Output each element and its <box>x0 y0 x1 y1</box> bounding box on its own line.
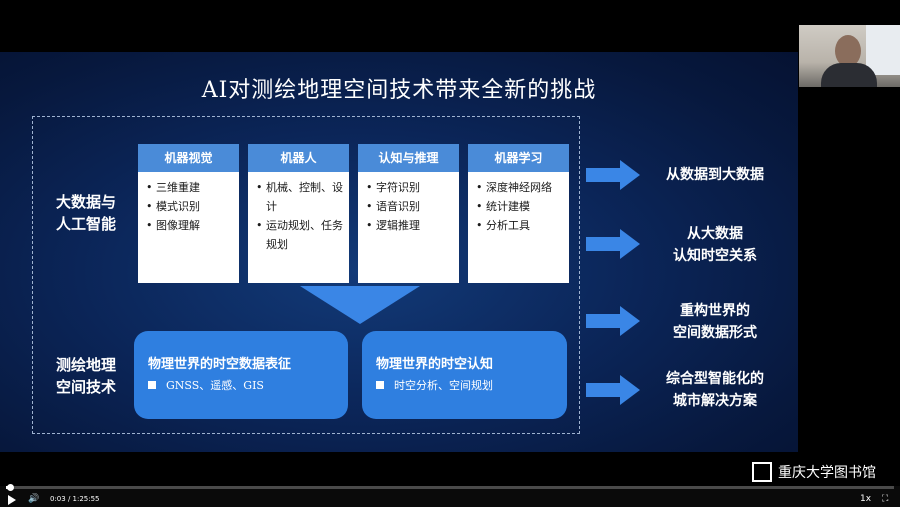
window-background <box>866 25 900 75</box>
card-machine-vision: 机器视觉 三维重建 模式识别 图像理解 <box>138 144 239 283</box>
list-item: 三维重建 <box>146 178 233 197</box>
time-display: 0:03 / 1:25:55 <box>50 495 100 503</box>
card-header: 机器学习 <box>468 144 569 172</box>
list-item: 运动规划、任务规划 <box>256 216 343 254</box>
list-item: 模式识别 <box>146 197 233 216</box>
presenter-webcam <box>799 25 900 87</box>
card-list: 字符识别 语音识别 逻辑推理 <box>358 172 459 235</box>
down-arrow-icon <box>300 286 420 324</box>
card-list: 机械、控制、设计 运动规划、任务规划 <box>248 172 349 254</box>
card-header: 机器视觉 <box>138 144 239 172</box>
playback-speed-button[interactable]: 1x <box>860 494 872 504</box>
list-item: 语音识别 <box>366 197 453 216</box>
presentation-slide: AI对测绘地理空间技术带来全新的挑战 大数据与人工智能 测绘地理空间技术 机器视… <box>0 52 798 452</box>
list-item: 逻辑推理 <box>366 216 453 235</box>
outcome-data-to-big-data: 从数据到大数据 <box>666 167 764 183</box>
card-header: 机器人 <box>248 144 349 172</box>
outcome-smart-city-solution: 综合型智能化的城市解决方案 <box>666 371 764 409</box>
box-subtitle: GNSS、遥感、GIS <box>148 377 264 393</box>
bullet-square-icon <box>376 381 384 389</box>
box-title: 物理世界的时空数据表征 <box>148 357 292 372</box>
player-controls: 🔊 0:03 / 1:25:55 1x ⛶ <box>0 484 900 507</box>
box-spatiotemporal-cognition: 物理世界的时空认知 时空分析、空间规划 <box>362 331 567 419</box>
card-list: 三维重建 模式识别 图像理解 <box>138 172 239 235</box>
card-machine-learning: 机器学习 深度神经网络 统计建模 分析工具 <box>468 144 569 283</box>
slide-title: AI对测绘地理空间技术带来全新的挑战 <box>201 78 597 103</box>
volume-icon[interactable]: 🔊 <box>28 494 40 504</box>
list-item: 统计建模 <box>476 197 563 216</box>
progress-knob[interactable] <box>6 484 14 491</box>
play-icon[interactable] <box>8 495 16 505</box>
box-title: 物理世界的时空认知 <box>376 357 494 372</box>
dashed-frame <box>32 116 580 434</box>
right-arrow-icon <box>586 375 640 405</box>
presenter-body <box>821 63 877 87</box>
fullscreen-icon[interactable]: ⛶ <box>882 494 889 504</box>
list-item: 分析工具 <box>476 216 563 235</box>
box-subtitle-text: 时空分析、空间规划 <box>394 379 493 392</box>
box-spatiotemporal-representation: 物理世界的时空数据表征 GNSS、遥感、GIS <box>134 331 348 419</box>
watermark-text: 重庆大学图书馆 <box>778 465 876 481</box>
list-item: 图像理解 <box>146 216 233 235</box>
box-subtitle-text: GNSS、遥感、GIS <box>166 379 264 392</box>
list-item: 字符识别 <box>366 178 453 197</box>
box-subtitle: 时空分析、空间规划 <box>376 377 493 393</box>
list-item: 机械、控制、设计 <box>256 178 343 216</box>
right-arrow-icon <box>586 160 640 190</box>
left-label-big-data-ai: 大数据与人工智能 <box>56 193 117 233</box>
card-robot: 机器人 机械、控制、设计 运动规划、任务规划 <box>248 144 349 283</box>
watermark: 重庆大学图书馆 <box>752 462 876 482</box>
card-cognition-reasoning: 认知与推理 字符识别 语音识别 逻辑推理 <box>358 144 459 283</box>
left-label-geospatial-tech: 测绘地理空间技术 <box>56 356 117 396</box>
library-logo-icon <box>752 462 772 482</box>
list-item: 深度神经网络 <box>476 178 563 197</box>
outcome-spatiotemporal-relations: 从大数据认知时空关系 <box>673 226 757 264</box>
card-header: 认知与推理 <box>358 144 459 172</box>
card-list: 深度神经网络 统计建模 分析工具 <box>468 172 569 235</box>
right-arrow-icon <box>586 229 640 259</box>
bullet-square-icon <box>148 381 156 389</box>
presenter-head <box>835 35 861 67</box>
progress-bar[interactable] <box>6 484 894 491</box>
outcome-spatial-data-form: 重构世界的空间数据形式 <box>673 303 757 341</box>
right-arrow-icon <box>586 306 640 336</box>
